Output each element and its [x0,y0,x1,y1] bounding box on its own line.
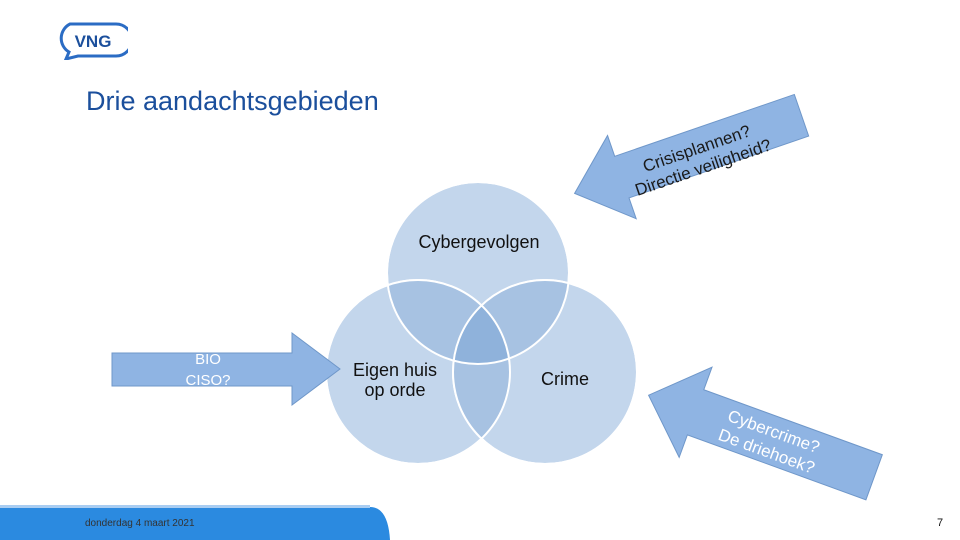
footer-accent-light [0,505,370,508]
page-number: 7 [937,517,944,529]
label-eigen-huis-line1: Eigen huis [352,360,438,380]
arrow-crisis [573,93,810,220]
arrow-bio-ciso [111,332,341,406]
overlap-top-left [387,280,510,364]
label-crime: Crime [541,369,589,389]
label-eigen-huis: Eigen huis op orde [340,360,450,400]
overlap-top-right [453,280,569,364]
label-cybergevolgen: Cybergevolgen [418,232,540,252]
arrow-cybercrime [647,366,883,501]
arrow-left-line1: BIO [195,351,221,368]
page-title: Drie aandachtsgebieden [86,86,379,116]
footer-date: donderdag 4 maart 2021 [85,518,195,529]
vng-logo: VNG [59,22,128,60]
arrow-left-line2: CISO? [185,372,230,389]
label-eigen-huis-line2: op orde [364,380,426,400]
footer-accent-shape [0,507,390,540]
logo-text: VNG [75,32,112,51]
